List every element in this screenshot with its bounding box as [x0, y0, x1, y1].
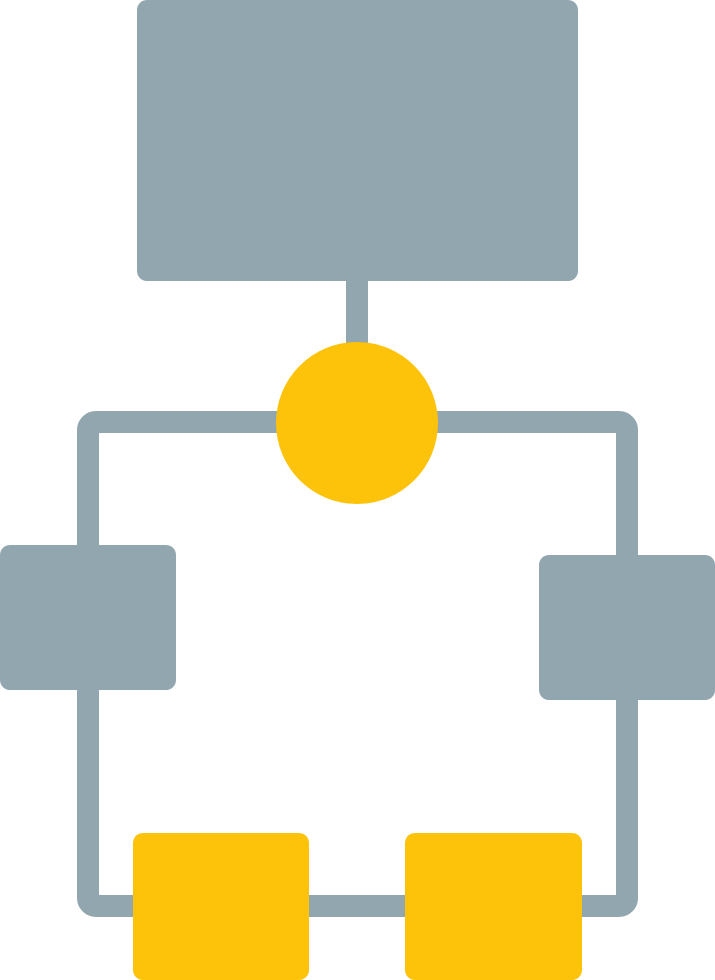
bottom-right-block	[405, 833, 582, 980]
bottom-left-block	[133, 833, 309, 980]
left-block	[0, 545, 176, 690]
top-block	[137, 0, 578, 281]
decision-node	[276, 342, 438, 504]
right-block	[539, 555, 715, 700]
connector-stem	[346, 270, 368, 350]
